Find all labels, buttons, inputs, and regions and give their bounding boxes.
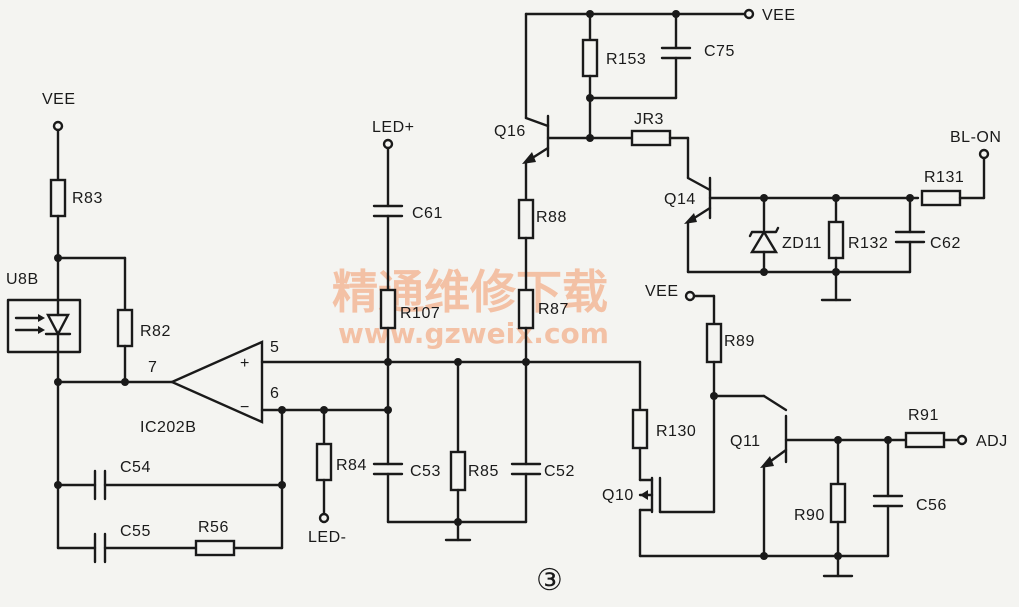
led-section xyxy=(315,138,542,542)
label-r88: R88 xyxy=(536,209,567,226)
label-c54: C54 xyxy=(120,459,151,476)
label-pin5: 5 xyxy=(270,339,279,356)
resistor-r107 xyxy=(379,288,397,330)
vee-top-terminal xyxy=(743,8,755,20)
resistor-r89 xyxy=(705,322,723,364)
resistor-r90 xyxy=(829,482,847,524)
label-r82: R82 xyxy=(140,323,171,340)
emitter-arrow-icon xyxy=(760,456,774,468)
label-r90: R90 xyxy=(794,507,825,524)
left-input-section xyxy=(6,120,286,564)
output-section xyxy=(631,290,968,578)
light-arrow-icon xyxy=(38,326,45,334)
opamp-triangle xyxy=(169,340,264,424)
emitter-arrow-icon xyxy=(522,152,536,164)
optocoupler-u8b xyxy=(6,298,82,354)
resistor-r91 xyxy=(904,431,946,449)
q14-section xyxy=(684,148,990,302)
resistor-r87 xyxy=(517,288,535,330)
resistor-r130 xyxy=(631,408,649,450)
label-q10: Q10 xyxy=(602,487,634,504)
emitter-arrow-icon xyxy=(684,213,697,224)
label-bl-on: BL-ON xyxy=(950,129,1001,146)
label-vee-mid: VEE xyxy=(645,283,679,300)
resistor-r153 xyxy=(581,38,599,78)
resistor-jr3 xyxy=(630,129,672,147)
label-c75: C75 xyxy=(704,43,735,60)
label-r85: R85 xyxy=(468,463,499,480)
label-minus: − xyxy=(240,399,250,416)
watermark-title: 精通维修下载 xyxy=(332,265,608,319)
label-q11: Q11 xyxy=(730,433,761,450)
component-labels: VEE VEE VEE LED+ LED- BL-ON ADJ U8B IC20… xyxy=(6,7,1008,598)
label-r131: R131 xyxy=(924,169,964,186)
label-c61: C61 xyxy=(412,205,443,222)
adj-terminal xyxy=(956,434,968,446)
watermark-url: www.gzweix.com xyxy=(338,317,609,350)
label-c56: C56 xyxy=(916,497,947,514)
label-c55: C55 xyxy=(120,523,151,540)
zener-diode-zd11 xyxy=(749,229,779,254)
fet-arrow-icon xyxy=(640,490,648,500)
label-r87: R87 xyxy=(538,301,569,318)
label-vee-top: VEE xyxy=(762,7,796,24)
label-r84: R84 xyxy=(336,457,367,474)
resistor-r82 xyxy=(116,308,134,348)
label-adj: ADJ xyxy=(976,433,1008,450)
figure-number: ③ xyxy=(536,563,563,598)
label-r130: R130 xyxy=(656,423,696,440)
label-r91: R91 xyxy=(908,407,939,424)
light-arrow-icon xyxy=(38,314,45,322)
resistor-r85 xyxy=(449,450,467,492)
label-r83: R83 xyxy=(72,190,103,207)
opamp-ic202b xyxy=(169,340,642,424)
photo-diode-icon xyxy=(46,313,70,337)
label-c52: C52 xyxy=(544,463,575,480)
label-plus: + xyxy=(240,355,250,372)
label-zd11: ZD11 xyxy=(782,235,822,252)
label-ic202b: IC202B xyxy=(140,419,196,436)
label-pin7: 7 xyxy=(148,359,157,376)
label-q16: Q16 xyxy=(494,123,526,140)
bl-on-terminal xyxy=(978,148,990,160)
resistor-r132 xyxy=(827,220,845,260)
label-jr3: JR3 xyxy=(634,111,664,128)
led-minus-terminal xyxy=(318,512,330,524)
label-c62: C62 xyxy=(930,235,961,252)
label-u8b: U8B xyxy=(6,271,39,288)
resistor-r84 xyxy=(315,442,333,482)
label-r132: R132 xyxy=(848,235,888,252)
resistor-r56 xyxy=(194,539,236,557)
resistor-r88 xyxy=(517,198,535,240)
label-q14: Q14 xyxy=(664,191,696,208)
q16-section xyxy=(517,8,755,364)
label-led-minus: LED- xyxy=(308,529,346,546)
label-led-plus: LED+ xyxy=(372,119,414,136)
label-vee-left: VEE xyxy=(42,91,76,108)
label-r89: R89 xyxy=(724,333,755,350)
resistor-r83 xyxy=(49,178,67,218)
label-pin6: 6 xyxy=(270,385,279,402)
label-r153: R153 xyxy=(606,51,646,68)
label-r56: R56 xyxy=(198,519,229,536)
label-r107: R107 xyxy=(400,305,440,322)
resistor-r131 xyxy=(920,189,962,207)
label-c53: C53 xyxy=(410,463,441,480)
